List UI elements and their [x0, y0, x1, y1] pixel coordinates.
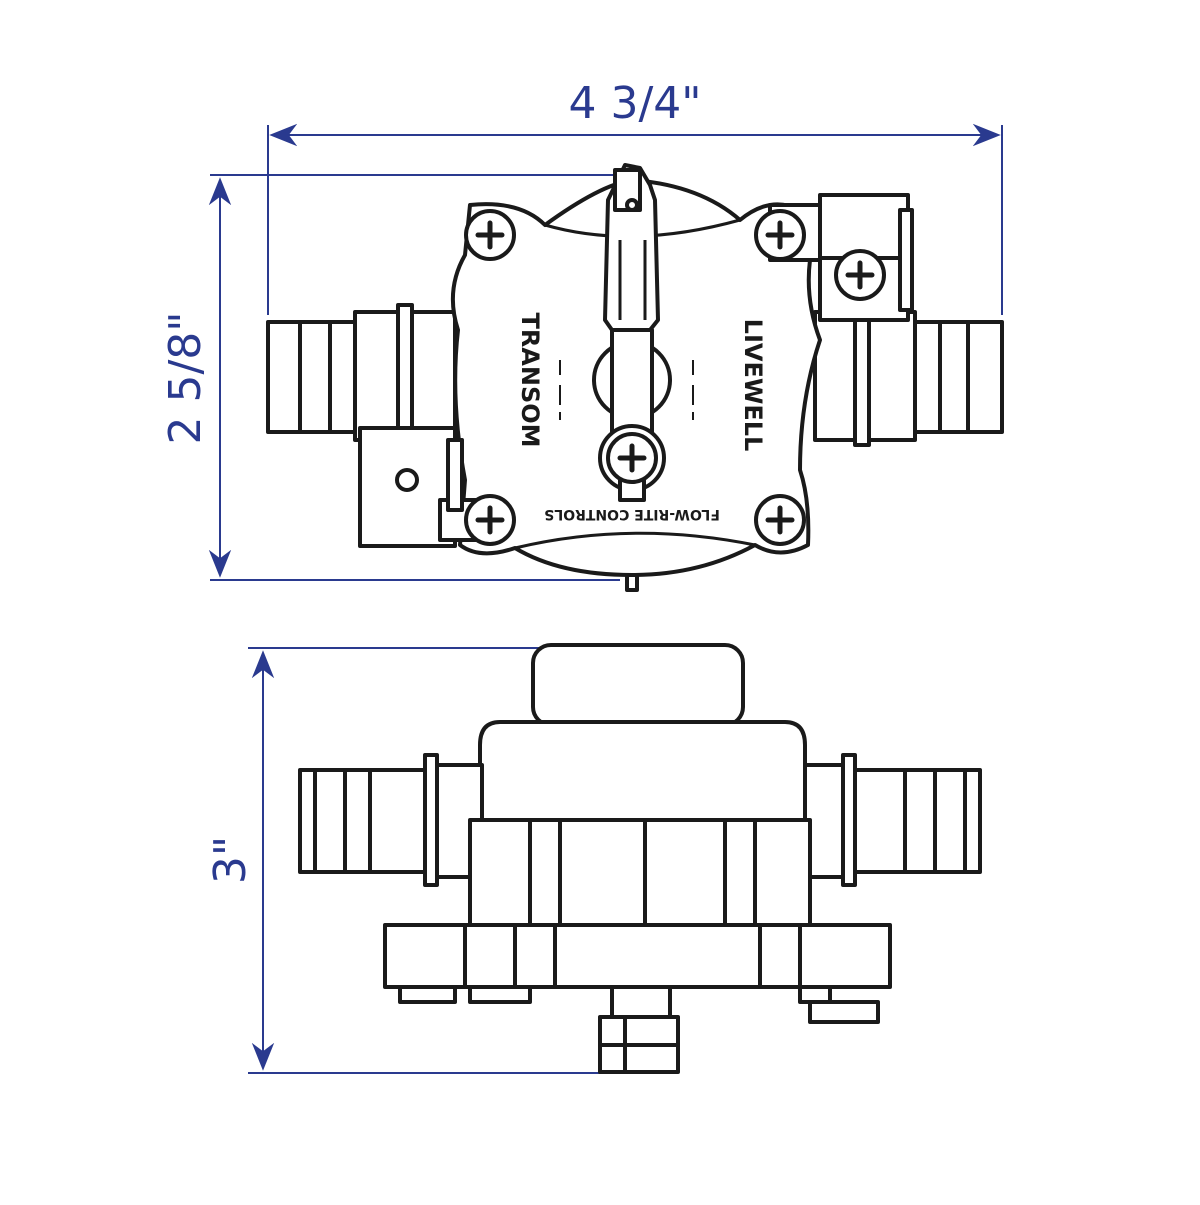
dimension-lines [208, 123, 1003, 1074]
phillips-screw-icon [756, 211, 804, 259]
side-left-hose-barb [298, 753, 484, 887]
phillips-screw-icon [756, 496, 804, 544]
side-mid-body [468, 818, 812, 927]
side-upper-body [478, 720, 807, 822]
side-top-cap [531, 643, 745, 727]
phillips-screw-icon [466, 211, 514, 259]
side-bottom-stem [598, 985, 680, 1074]
brand-label: FLOW-RITE CONTROLS [544, 506, 720, 522]
side-view [298, 643, 982, 1074]
dimension-width-label: 4 3/4" [568, 78, 701, 129]
phillips-screw-icon [466, 496, 514, 544]
right-hose-barb [813, 303, 1004, 447]
livewell-label: LIVEWELL [739, 319, 767, 452]
phillips-screw-icon [608, 434, 656, 482]
side-right-hose-barb [803, 753, 982, 887]
transom-label: TRANSOM [516, 312, 544, 447]
side-base-plate [383, 923, 892, 989]
dimension-height-top-label: 2 5/8" [160, 311, 211, 444]
dimension-height-side-label: 3" [205, 836, 256, 884]
left-hose-barb [266, 303, 457, 447]
top-view [266, 163, 1004, 592]
phillips-screw-icon [836, 251, 884, 299]
